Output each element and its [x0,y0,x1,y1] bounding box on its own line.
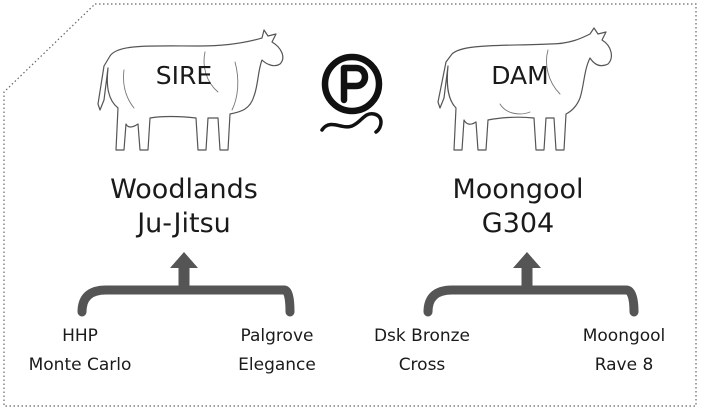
dam-parent-connector [423,252,639,317]
dam-role-label: DAM [491,61,548,90]
dam-dam-line1: Moongool [583,326,666,346]
dam-name-line2: G304 [482,208,554,239]
sire-arrow-icon [170,252,198,268]
dam-sire-line1: Dsk Bronze [374,326,470,346]
dam-arrow-icon [513,252,541,268]
polled-p-logo-icon [320,53,383,134]
sire-dam-line1: Palgrove [241,326,314,346]
dam-name-line1: Moongool [452,174,583,205]
dam-cow-icon [437,27,612,151]
sire-name-line2: Ju-Jitsu [135,208,231,239]
sire-bull-icon [97,29,284,151]
dam-sire-line2: Cross [399,355,446,375]
sire-sire-line2: Monte Carlo [29,355,132,375]
sire-role-label: SIRE [156,61,212,90]
sire-parent-connector [77,252,295,317]
dam-dam-line2: Rave 8 [595,355,654,375]
dotted-frame [3,3,697,407]
sire-sire-line1: HHP [62,326,98,346]
sire-name-line1: Woodlands [110,174,258,205]
sire-dam-line2: Elegance [238,355,316,375]
